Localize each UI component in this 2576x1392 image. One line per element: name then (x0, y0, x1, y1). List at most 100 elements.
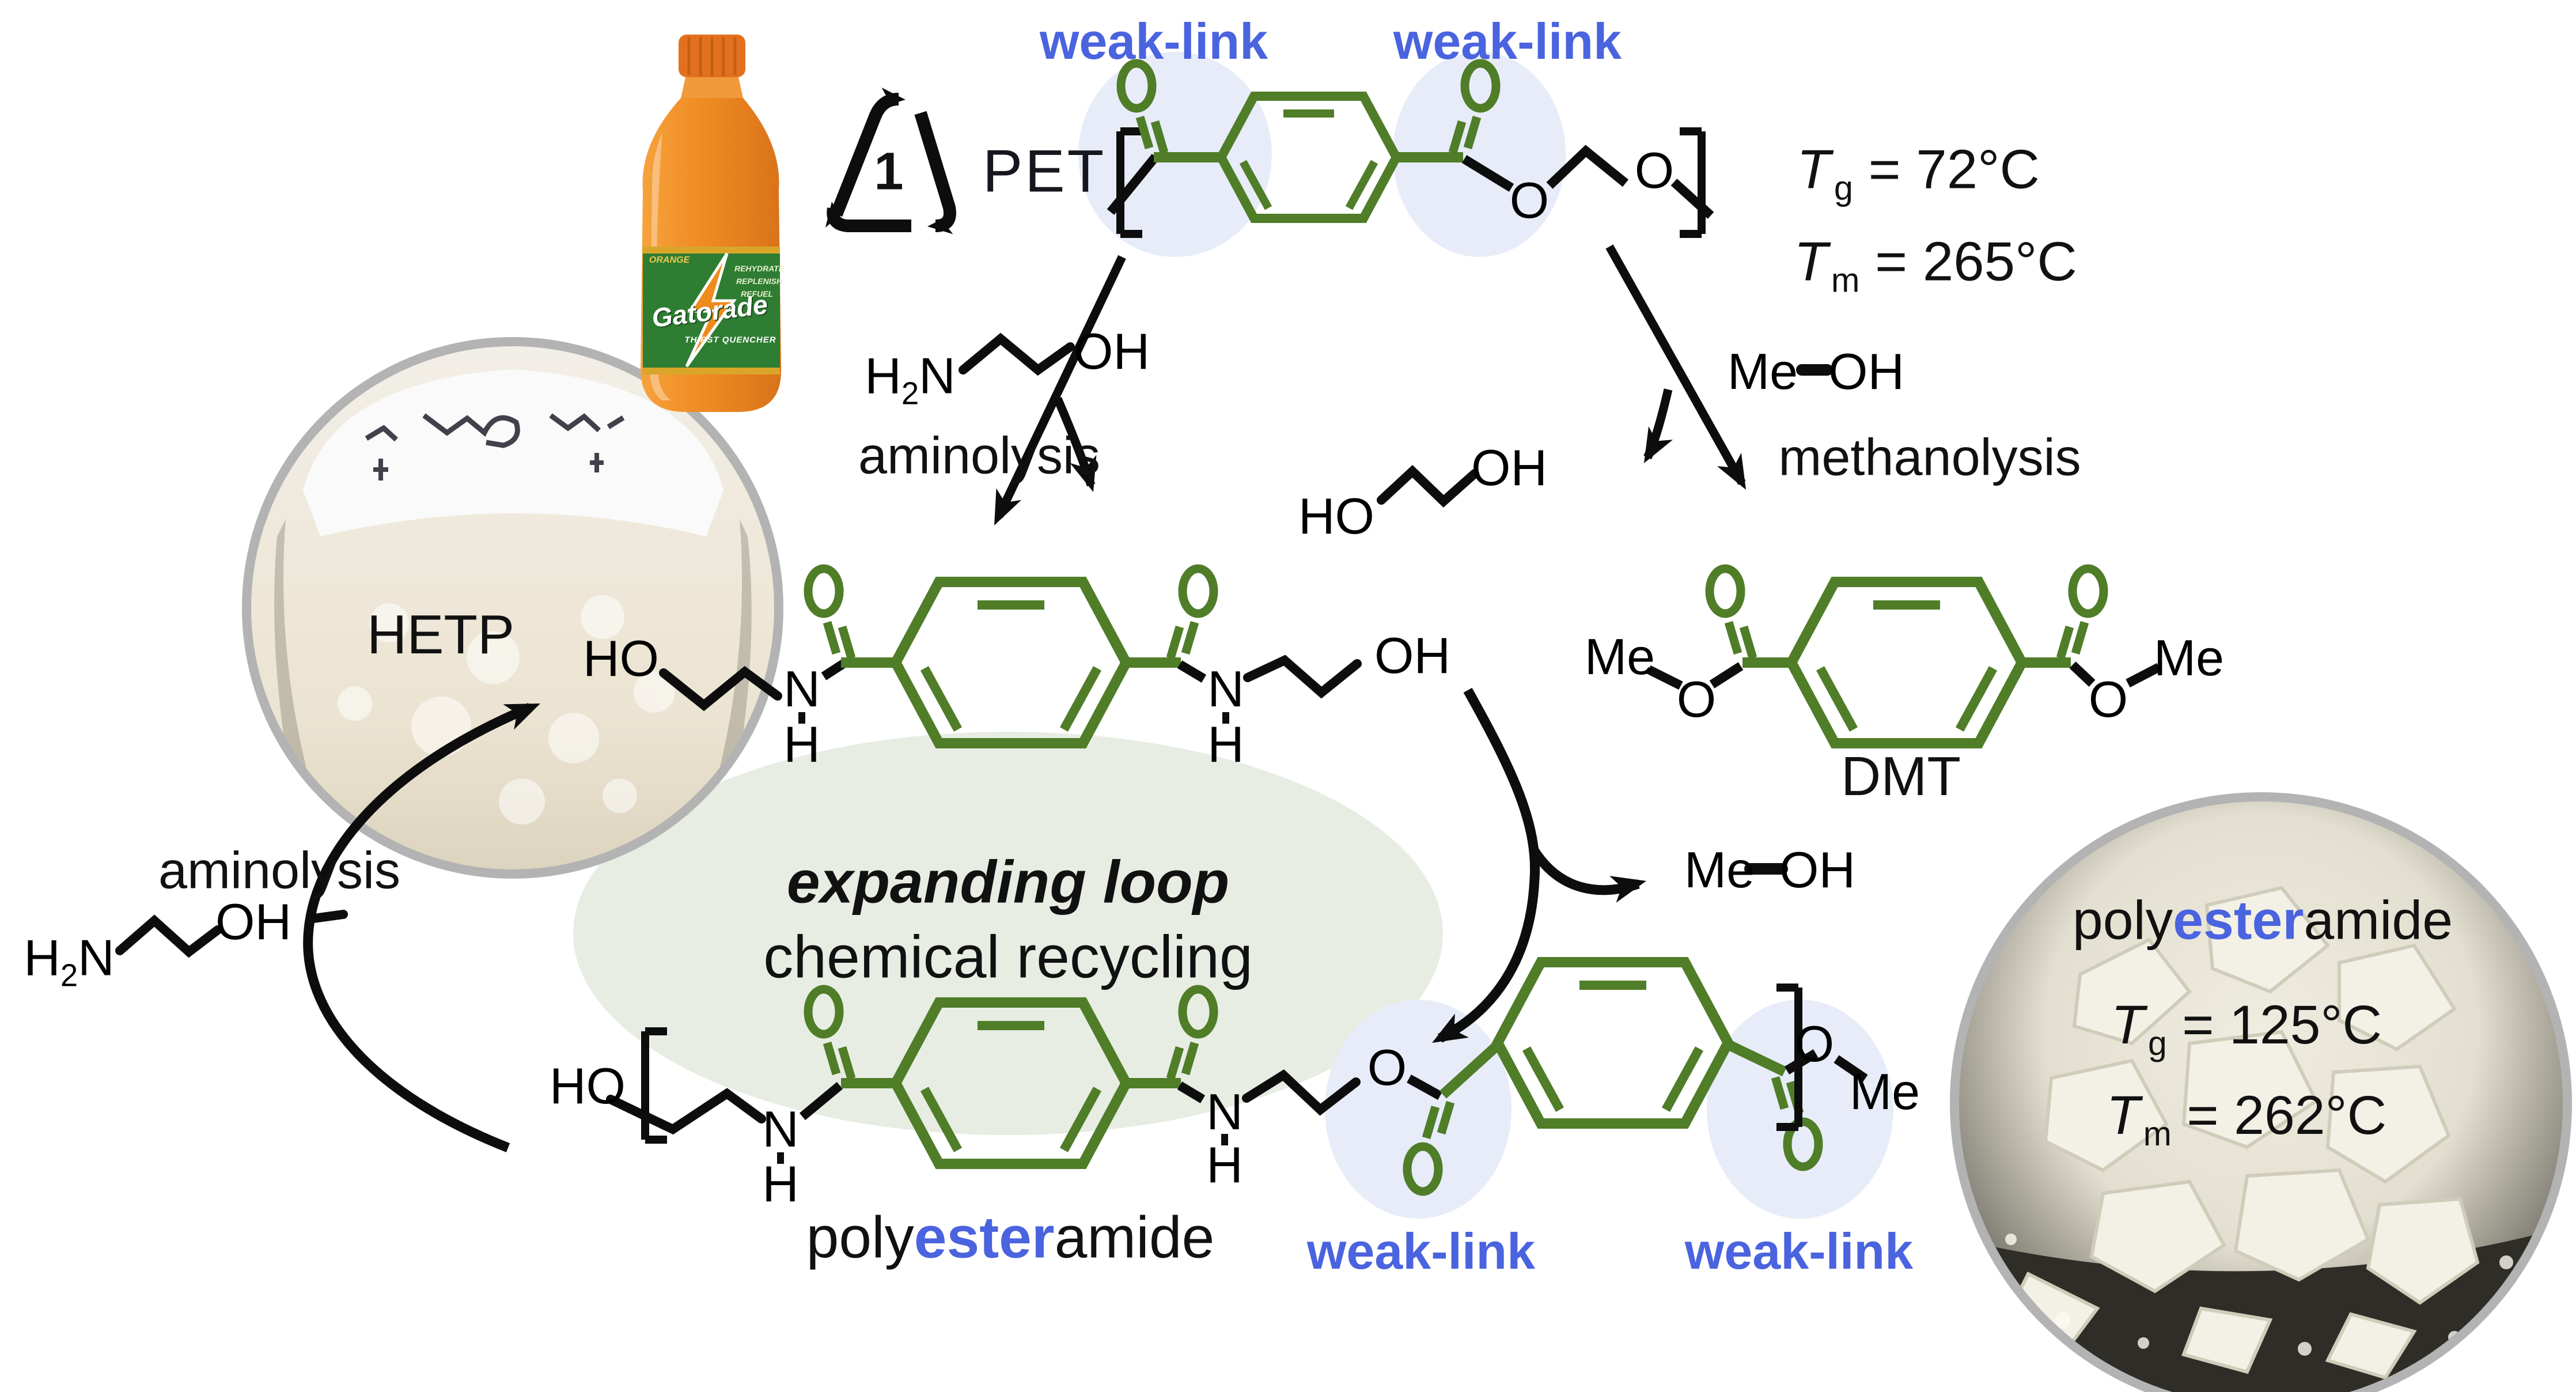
weak-link-highlight-bottom-left (1325, 1000, 1511, 1219)
atom-label-oh: OH (1779, 841, 1855, 898)
atom-label-n: N (783, 660, 820, 717)
paper-label (303, 369, 723, 536)
atom-label-oh: OH (1471, 439, 1547, 496)
label-gold-bottom (643, 368, 780, 375)
label-gold-top (643, 247, 780, 254)
photo-pea-post: amide (2304, 890, 2453, 951)
pea-bracket-open (641, 1027, 667, 1144)
gatorade-bottle (641, 35, 782, 412)
recycle-1-icon (821, 88, 956, 237)
atom-label-me: Me (1584, 628, 1656, 685)
photo-pea-pre: poly (2072, 890, 2173, 951)
cap-ribs (687, 37, 737, 76)
atom-label-me: Me (1849, 1063, 1920, 1120)
atom-label-h: H (1207, 716, 1244, 773)
weak-link-label-top-right: weak-link (1393, 13, 1622, 70)
atom-label-o: O (2088, 671, 2128, 728)
pea-pre: poly (806, 1204, 914, 1270)
hetp-label: HETP (366, 604, 515, 665)
tm-value: = 265°C (1875, 230, 2077, 293)
aminolysis-bottom-label: aminolysis (158, 842, 401, 900)
pet-bracket-close (1680, 127, 1706, 238)
loop-arrows (303, 687, 1650, 1152)
tm-symbol: T (1794, 230, 1828, 293)
pea-bracket-close (1776, 984, 1802, 1131)
atom-label-h: H (762, 1155, 799, 1212)
reaction-arrows (982, 244, 1758, 532)
atom-label-oh: OH (215, 893, 291, 950)
atom-label-h: H (1206, 1136, 1243, 1193)
bottle-line-1: REHYDRATE (734, 264, 785, 273)
atom-label-o: O (1634, 142, 1675, 199)
atom-label-o: O (1367, 1039, 1407, 1096)
photo-tg-value: = 125°C (2182, 994, 2382, 1056)
pet-structure (1107, 63, 1714, 238)
recycle-number: 1 (874, 142, 904, 201)
atom-label-me: Me (1684, 841, 1755, 898)
aminolysis-top-label: aminolysis (858, 427, 1101, 485)
pet-bracket-open (1116, 127, 1142, 238)
atom-label-me: Me (2153, 629, 2225, 686)
photo-pea-mid: ester (2173, 890, 2304, 951)
photo-tg-symbol: T (2111, 994, 2145, 1056)
pea-post: amide (1054, 1204, 1215, 1270)
lightning-bolt-icon (685, 252, 737, 368)
weak-link-label-top-left: weak-link (1039, 13, 1268, 70)
polyesteramide-structure (606, 962, 1868, 1191)
weak-link-highlight-top-right (1393, 52, 1566, 257)
photo-polyesteramide-label: polyesteramide (2073, 890, 2453, 952)
weak-link-label-bottom-right: weak-link (1684, 1223, 1914, 1280)
atom-label-n: N (1206, 1083, 1243, 1140)
dmt-label: DMT (1841, 746, 1961, 807)
atom-label-o: O (1509, 172, 1550, 229)
polymer-flakes (2003, 886, 2480, 1380)
atom-label-n: N (1207, 660, 1244, 717)
atom-label-oh: OH (1828, 343, 1904, 400)
photo-tm-symbol: T (2106, 1085, 2140, 1146)
polyesteramide-label: polyesteramide (806, 1204, 1215, 1272)
tg-sub: g (1833, 168, 1853, 207)
bottle-flavor: ORANGE (649, 255, 690, 265)
pet-label: PET (982, 138, 1107, 205)
photo-tg-sub: g (2147, 1025, 2167, 1062)
tg-value: = 72°C (1868, 138, 2040, 201)
photo-tm-sub: m (2143, 1115, 2172, 1153)
pea-mid: ester (914, 1204, 1055, 1270)
bottle-line-3: REFUEL (741, 289, 773, 298)
atom-label-ho: HO (583, 630, 659, 687)
atom-label-h2n: H2N (865, 347, 956, 411)
atom-label-ho: HO (550, 1057, 626, 1114)
photo-tm-value: = 262°C (2187, 1085, 2387, 1146)
atom-label-o: O (1676, 671, 1717, 728)
bottle-tagline: THIRST QUENCHER (684, 335, 776, 345)
methanolysis-label: methanolysis (1778, 429, 2081, 487)
weak-link-label-bottom-left: weak-link (1306, 1223, 1536, 1280)
atom-label-ho: HO (1298, 487, 1374, 544)
tm-sub: m (1831, 260, 1860, 300)
atom-label-me: Me (1727, 343, 1798, 400)
scribble-h-atoms (373, 453, 604, 481)
bottle-neck (681, 77, 743, 98)
dmt-structure (1646, 569, 2161, 743)
tg-symbol: T (1797, 138, 1831, 201)
atom-label-oh: OH (1374, 627, 1450, 684)
pea-photo-art (1959, 886, 2563, 1392)
bottle-line-2: REPLENISH (736, 277, 783, 286)
hetp-structure (659, 569, 1362, 743)
atom-label-h2n: H2N (24, 929, 115, 993)
small-molecule-bonds (115, 332, 1833, 958)
expanding-loop-ellipse (573, 732, 1443, 1135)
atom-label-o: O (1794, 1015, 1835, 1072)
handwritten-structure-scribble (365, 413, 625, 448)
atom-label-n: N (762, 1100, 799, 1158)
polyesteramide-photo (1950, 792, 2572, 1392)
atom-label-h: H (783, 716, 820, 773)
atom-label-oh: OH (1074, 323, 1150, 380)
expanding-loop-line2: chemical recycling (763, 924, 1253, 991)
